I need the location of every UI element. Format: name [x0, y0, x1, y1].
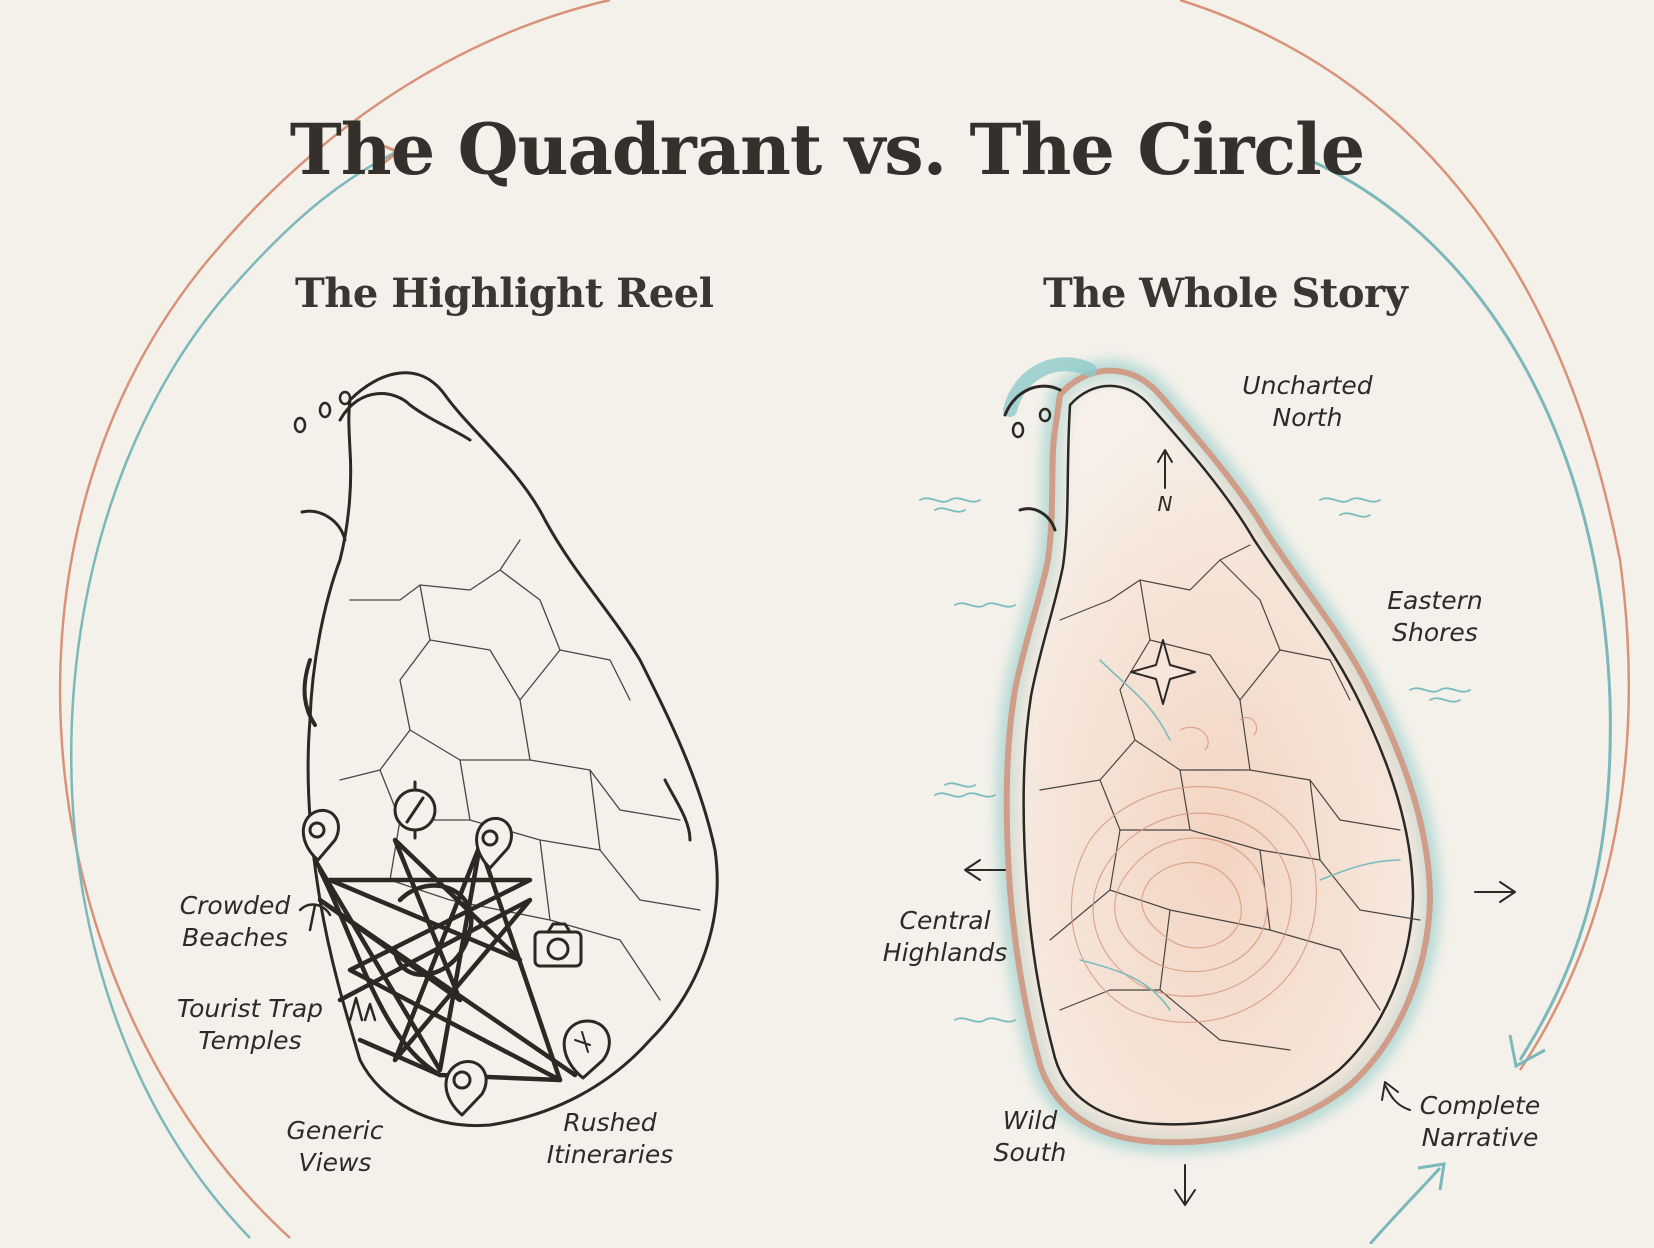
arc-bottom-right: [1368, 1166, 1442, 1245]
outer-arc-teal-right: [1304, 156, 1612, 1061]
arrow-head-right: [1508, 1034, 1546, 1069]
outer-arc-terracotta: [58, 0, 611, 1239]
location-pin-icon: [444, 1060, 488, 1117]
left-island-districts: [339, 539, 701, 1001]
label-tourist-trap-temples: Tourist Trap Temples: [176, 994, 324, 1055]
temple-icon: [348, 996, 377, 1022]
label-rushed-itineraries: Rushed Itineraries: [546, 1108, 674, 1169]
left-island-peninsula: [338, 392, 472, 442]
topographic-contours: [1070, 716, 1317, 1023]
location-pin-icon: [301, 808, 340, 862]
right-panel-heading: The Whole Story: [1043, 270, 1408, 317]
outer-arc-top-right: [1179, 0, 1631, 1071]
outward-arrows: [964, 859, 1516, 1206]
north-arrow-icon: [1157, 449, 1173, 489]
label-central-highlands: Central Highlands: [882, 906, 1008, 967]
palm-tree-pin-icon: [562, 1019, 611, 1080]
outer-arc-teal-left: [70, 148, 401, 1239]
arrow-head-bottom-right: [1417, 1162, 1446, 1191]
label-complete-narrative: Complete Narrative: [1419, 1091, 1541, 1152]
label-wild-south: Wild South: [993, 1106, 1067, 1167]
camera-icon: [533, 922, 583, 968]
label-uncharted-north: Uncharted North: [1242, 371, 1373, 432]
main-title: The Quadrant vs. The Circle: [289, 108, 1366, 191]
left-panel-heading: The Highlight Reel: [295, 270, 714, 317]
water-waves: [919, 497, 1471, 1023]
location-pin-icon: [475, 816, 513, 870]
encircling-arcs: [58, 0, 1631, 1245]
right-island-fill: [1003, 367, 1433, 1146]
label-eastern-shores: Eastern Shores: [1387, 586, 1483, 647]
right-island: [919, 357, 1516, 1206]
rivers: [1079, 659, 1401, 1011]
compass-star-icon: [1130, 639, 1196, 705]
left-island-outline: [306, 371, 719, 1128]
north-marker-label: N: [1157, 492, 1173, 516]
label-crowded-beaches: Crowded Beaches: [179, 891, 291, 952]
left-island: [293, 371, 719, 1128]
compass-icon: [393, 780, 437, 840]
label-generic-views: Generic Views: [286, 1116, 384, 1177]
tangled-routes: [312, 837, 578, 1083]
beach-umbrella-icon: [298, 903, 332, 932]
right-island-outline: [1022, 384, 1415, 1126]
arrow-head-top-left: [369, 138, 401, 172]
